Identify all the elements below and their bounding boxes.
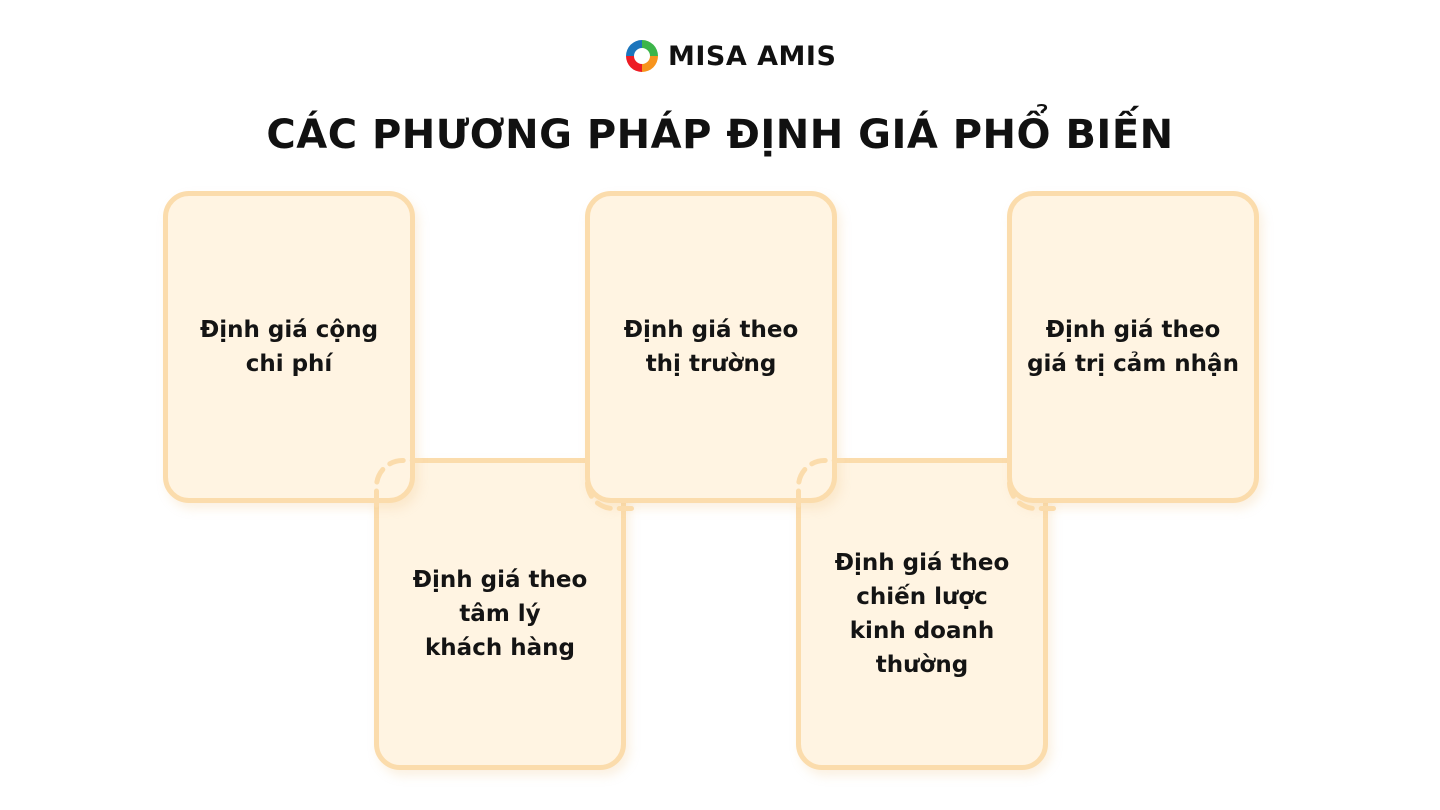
card-label: Định giá theo chiến lược kinh doanh thườ… (834, 550, 1010, 678)
card-label: Định giá theo tâm lý khách hàng (412, 567, 588, 661)
brand-name: MISA AMIS (668, 40, 837, 72)
card-business-strategy-pricing: Định giá theo chiến lược kinh doanh thườ… (796, 458, 1048, 770)
card-label: Định giá cộng chi phí (199, 317, 379, 377)
page-title: CÁC PHƯƠNG PHÁP ĐỊNH GIÁ PHỔ BIẾN (266, 112, 1174, 158)
card-perceived-value-pricing: Định giá theo giá trị cảm nhận (1007, 191, 1259, 503)
card-cost-plus-pricing: Định giá cộng chi phí (163, 191, 415, 503)
card-psychological-pricing: Định giá theo tâm lý khách hàng (374, 458, 626, 770)
misa-logo-icon (626, 40, 658, 72)
misa-amis-logo: MISA AMIS (624, 36, 836, 76)
card-market-pricing: Định giá theo thị trường (585, 191, 837, 503)
card-label: Định giá theo thị trường (623, 317, 799, 377)
card-label: Định giá theo giá trị cảm nhận (1027, 317, 1239, 377)
